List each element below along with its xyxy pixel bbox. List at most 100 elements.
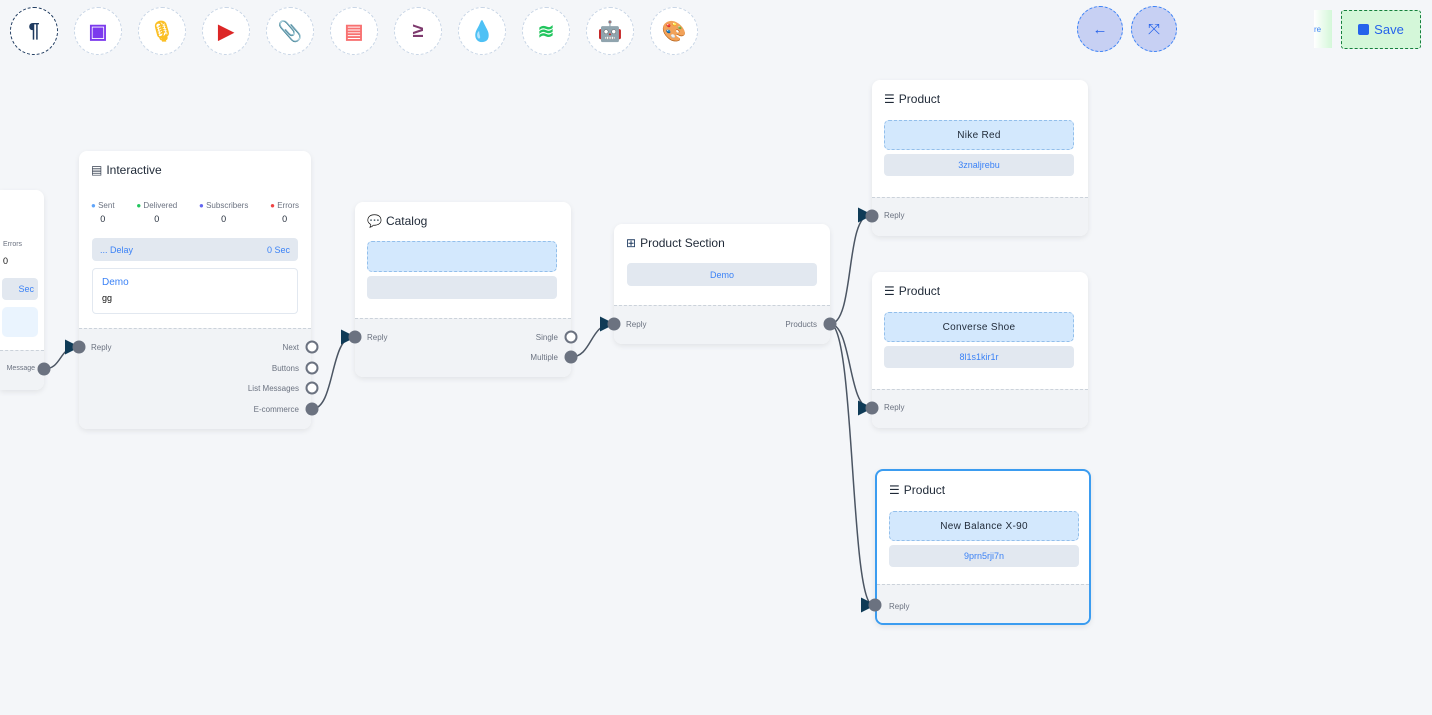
robot-tool-button[interactable]: 🤖	[586, 7, 634, 55]
stack-icon: ≋	[537, 20, 555, 43]
palette-icon: 🎨	[661, 20, 687, 43]
node-title: Interactive	[106, 163, 162, 177]
stat-value: 0	[221, 214, 227, 224]
output-handle[interactable]	[564, 350, 578, 364]
delay-value: Sec	[18, 284, 34, 294]
delay-bar[interactable]: Sec	[2, 278, 38, 300]
microphone-icon: 🎙	[149, 20, 175, 43]
droplet-tool-button[interactable]: 💧	[458, 7, 506, 55]
product-id: 8l1s1kir1r	[884, 346, 1074, 368]
newspaper-icon: ▤	[91, 163, 103, 177]
input-handle[interactable]	[607, 317, 621, 331]
product-name[interactable]: New Balance X-90	[889, 511, 1079, 541]
input-label: Reply	[884, 211, 905, 220]
stat-icon: ●	[136, 201, 142, 210]
stat-value: 0	[3, 256, 9, 266]
paragraph-icon: ¶	[28, 19, 40, 42]
product-name[interactable]: Nike Red	[884, 120, 1074, 150]
floppy-disk-icon	[1358, 24, 1370, 35]
catalog-id	[367, 276, 557, 299]
edge-section-product3	[829, 323, 876, 613]
output-handle[interactable]	[37, 362, 51, 376]
message-box[interactable]: Demo gg	[92, 268, 298, 314]
paragraph-tool-button[interactable]: ¶	[10, 7, 58, 55]
input-label: Reply	[91, 343, 112, 352]
output-label: Multiple	[530, 353, 558, 362]
edge-section-product2	[829, 323, 873, 416]
partial-button[interactable]: re	[1314, 10, 1332, 48]
newspaper-tool-button[interactable]: ▤	[330, 7, 378, 55]
droplet-icon: 💧	[469, 20, 495, 43]
image-icon: ▣	[88, 20, 108, 43]
stat-icon: ●	[91, 201, 96, 210]
input-label: Reply	[889, 602, 910, 611]
greater-equal-tool-button[interactable]: ≥	[394, 7, 442, 55]
message-box[interactable]	[2, 307, 38, 337]
compress-icon: ⤧	[1147, 20, 1160, 38]
product-name-text: Nike Red	[957, 129, 1001, 141]
fit-view-button[interactable]: ⤧	[1131, 6, 1177, 52]
product-node[interactable]: ☰Product Converse Shoe 8l1s1kir1r Reply	[872, 272, 1088, 428]
delay-value: 0 Sec	[266, 244, 290, 255]
catalog-node[interactable]: 💬Catalog Reply Single Multiple	[355, 202, 571, 377]
partial-node[interactable]: Errors 0 Sec Message	[0, 190, 44, 390]
input-handle[interactable]	[868, 598, 882, 612]
stat-value: 0	[154, 214, 160, 224]
product-name-text: Converse Shoe	[942, 321, 1016, 333]
product-id: 9prn5rji7n	[889, 545, 1079, 567]
node-title: Product	[898, 92, 941, 106]
input-handle[interactable]	[865, 209, 879, 223]
stack-tool-button[interactable]: ≋	[522, 7, 570, 55]
stat-label: Subscribers	[206, 201, 249, 210]
product-id-text: 9prn5rji7n	[963, 551, 1005, 561]
stat-subscribers: ● Subscribers 0	[199, 201, 248, 224]
stat-icon: ●	[199, 201, 204, 210]
output-label: E-commerce	[253, 405, 299, 414]
product-id: 3znaljrebu	[884, 154, 1074, 176]
output-handle[interactable]	[305, 361, 319, 375]
output-handle[interactable]	[823, 317, 837, 331]
newspaper-icon: ▤	[344, 20, 364, 43]
output-label: Message	[6, 365, 35, 372]
stat-value: 0	[282, 214, 288, 224]
product-node[interactable]: ☰Product New Balance X-90 9prn5rji7n Rep…	[875, 469, 1091, 625]
microphone-tool-button[interactable]: 🎙	[138, 7, 186, 55]
product-name[interactable]: Converse Shoe	[884, 312, 1074, 342]
product-name-text: New Balance X-90	[940, 520, 1028, 532]
palette-tool-button[interactable]: 🎨	[650, 7, 698, 55]
stat-label: Sent	[98, 201, 115, 210]
youtube-icon: ▶	[218, 20, 234, 43]
paperclip-tool-button[interactable]: 📎	[266, 7, 314, 55]
edge-section-product1	[829, 207, 873, 325]
product-node[interactable]: ☰Product Nike Red 3znaljrebu Reply	[872, 80, 1088, 236]
input-handle[interactable]	[72, 340, 86, 354]
edge-catalog-section	[570, 316, 615, 358]
youtube-tool-button[interactable]: ▶	[202, 7, 250, 55]
image-tool-button[interactable]: ▣	[74, 7, 122, 55]
input-handle[interactable]	[348, 330, 362, 344]
output-handle[interactable]	[564, 330, 578, 344]
message-title: Demo	[102, 277, 129, 288]
save-label: Save	[1374, 22, 1404, 37]
output-label: List Messages	[247, 384, 299, 393]
section-name-text: Demo	[709, 269, 734, 280]
input-handle[interactable]	[865, 401, 879, 415]
output-handle[interactable]	[305, 340, 319, 354]
node-title: Catalog	[385, 214, 428, 228]
stat-label: Errors	[3, 241, 23, 248]
paperclip-icon: 📎	[277, 20, 303, 43]
output-handle[interactable]	[305, 381, 319, 395]
node-title: Product	[898, 284, 941, 298]
bars-icon: ☰	[889, 483, 900, 497]
message-body: gg	[102, 293, 113, 303]
table-icon: ⊞	[626, 236, 637, 250]
product-section-node[interactable]: ⊞Product Section Demo Reply Products	[614, 224, 830, 344]
back-button[interactable]: ←	[1077, 6, 1123, 52]
robot-icon: 🤖	[597, 20, 623, 43]
output-handle[interactable]	[305, 402, 319, 416]
catalog-image[interactable]	[367, 241, 557, 272]
save-button[interactable]: Save	[1341, 10, 1421, 49]
